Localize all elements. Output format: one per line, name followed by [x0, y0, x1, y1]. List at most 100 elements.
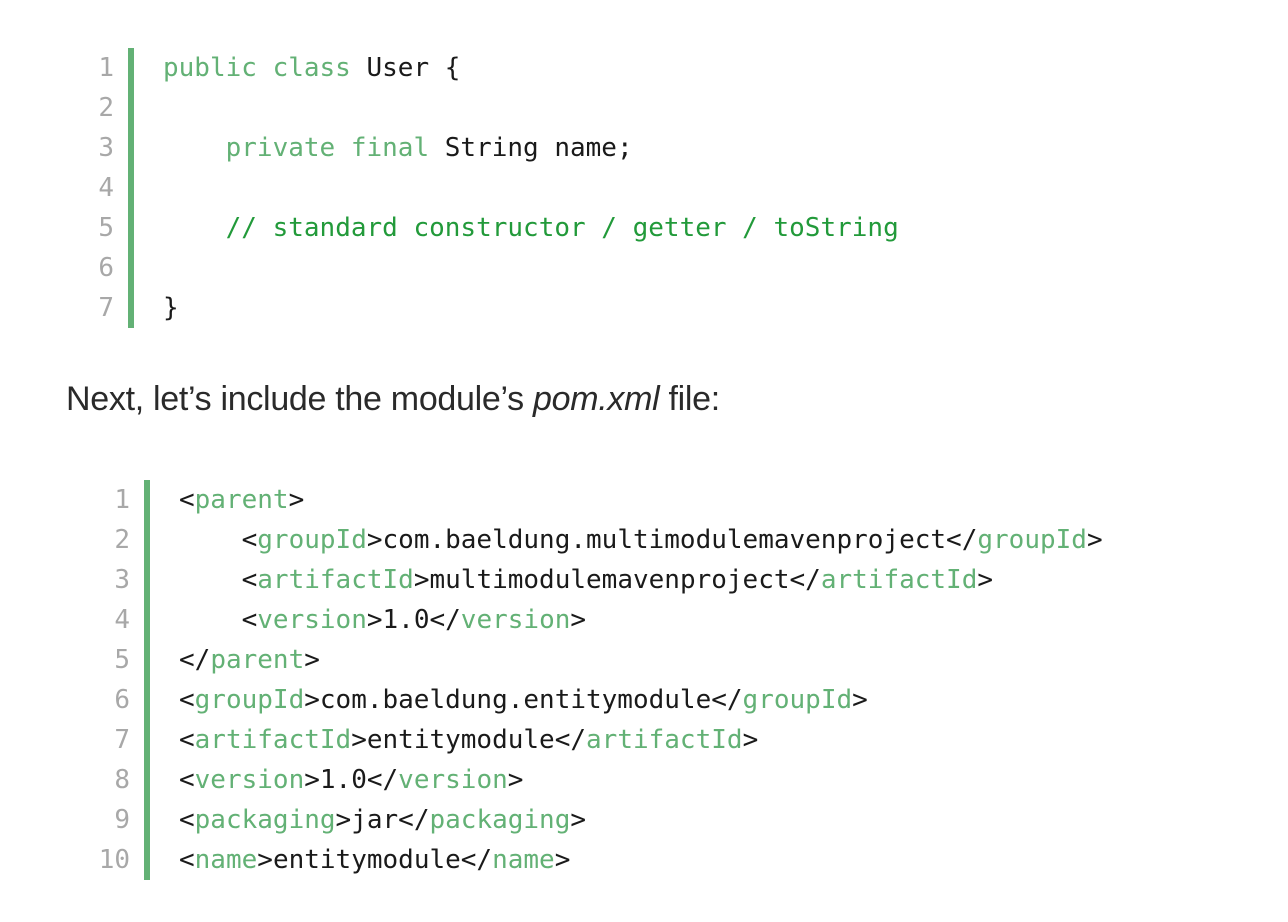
- code-gutter-bar: [128, 248, 134, 288]
- xml-bracket: >: [977, 565, 994, 595]
- xml-tag-name: artifactId: [586, 725, 743, 755]
- line-number: 3: [98, 133, 114, 163]
- line-number: 5: [98, 213, 114, 243]
- xml-bracket: >: [570, 805, 587, 835]
- code-text[interactable]: <parent>: [150, 480, 304, 520]
- code-gutter-bar: [144, 520, 150, 560]
- xml-bracket: >: [570, 605, 587, 635]
- code-gutter-bar: [144, 680, 150, 720]
- code-text[interactable]: <version>1.0</version>: [150, 600, 586, 640]
- xml-bracket: <: [179, 805, 195, 835]
- xml-bracket: >: [413, 565, 430, 595]
- code-text[interactable]: [134, 248, 163, 288]
- indent: [163, 213, 226, 243]
- xml-tag-name: packaging: [429, 805, 571, 835]
- line-number: 4: [114, 605, 130, 635]
- code-gutter-bar: [128, 288, 134, 328]
- line-number: 9: [114, 805, 130, 835]
- xml-tag-name: version: [460, 605, 571, 635]
- xml-tag-name: artifactId: [194, 725, 352, 755]
- xml-bracket: >: [366, 605, 383, 635]
- xml-tag-name: artifactId: [820, 565, 978, 595]
- code-gutter-bar: [128, 168, 134, 208]
- code-line: 10 <name>entitymodule</name>: [84, 840, 1103, 880]
- code-text[interactable]: <version>1.0</version>: [150, 760, 523, 800]
- xml-bracket: >: [554, 845, 571, 875]
- xml-tag-name: version: [194, 765, 305, 795]
- xml-bracket: </: [946, 525, 978, 555]
- code-gutter-bar: [144, 560, 150, 600]
- code-text[interactable]: public class User {: [134, 48, 460, 88]
- code-text[interactable]: // standard constructor / getter / toStr…: [134, 208, 899, 248]
- code-text[interactable]: <artifactId>multimodulemavenproject</art…: [150, 560, 993, 600]
- code-line: 1<parent>: [84, 480, 1103, 520]
- xml-value: 1.0: [382, 605, 430, 635]
- paragraph-text: Next, let’s include the module’s: [66, 380, 533, 418]
- xml-tag-name: groupId: [257, 525, 367, 555]
- xml-bracket: <: [179, 765, 195, 795]
- xml-value: multimodulemavenproject: [429, 565, 790, 595]
- xml-bracket: </: [179, 645, 211, 675]
- code-text[interactable]: <groupId>com.baeldung.multimodulemavenpr…: [150, 520, 1103, 560]
- code-line: 7<artifactId>entitymodule</artifactId>: [84, 720, 1103, 760]
- xml-tag-name: groupId: [742, 685, 853, 715]
- xml-bracket: </: [460, 845, 493, 875]
- code-text[interactable]: private final String name;: [134, 128, 633, 168]
- keyword: private final: [225, 133, 430, 163]
- code-rest: User {: [350, 53, 461, 83]
- paragraph-text: file:: [659, 380, 721, 418]
- xml-value: com.baeldung.multimodulemavenproject: [382, 525, 947, 555]
- xml-bracket: >: [852, 685, 868, 715]
- code-line: 6<groupId>com.baeldung.entitymodule</gro…: [84, 680, 1103, 720]
- line-number: 2: [114, 525, 130, 555]
- line-number: 1: [98, 53, 114, 83]
- code-text[interactable]: <groupId>com.baeldung.entitymodule</grou…: [150, 680, 868, 720]
- code-gutter-bar: [144, 480, 150, 520]
- line-number: 2: [98, 93, 114, 123]
- code-text[interactable]: <packaging>jar</packaging>: [150, 800, 586, 840]
- xml-bracket: >: [304, 765, 320, 795]
- code-line: 7 }: [84, 288, 899, 328]
- xml-bracket: >: [304, 685, 320, 715]
- code-text[interactable]: </parent>: [150, 640, 320, 680]
- xml-bracket: </: [398, 805, 430, 835]
- xml-bracket: >: [351, 725, 367, 755]
- xml-bracket: <: [241, 565, 258, 595]
- keyword: public class: [163, 53, 351, 83]
- xml-tag-name: version: [257, 605, 367, 635]
- xml-bracket: </: [789, 565, 821, 595]
- xml-tag-name: artifactId: [257, 565, 414, 595]
- code-text[interactable]: <artifactId>entitymodule</artifactId>: [150, 720, 758, 760]
- xml-bracket: <: [179, 485, 195, 515]
- indent: [179, 525, 242, 555]
- line-number: 6: [114, 685, 130, 715]
- code-text[interactable]: [134, 168, 163, 208]
- xml-bracket: >: [742, 725, 759, 755]
- code-gutter-bar: [128, 128, 134, 168]
- java-code-block: 1 public class User { 2 3 private final …: [84, 48, 899, 328]
- filename-emphasis: pom.xml: [533, 380, 660, 418]
- xml-bracket: >: [257, 845, 273, 875]
- line-number: 4: [98, 173, 114, 203]
- xml-tag-name: packaging: [194, 805, 336, 835]
- xml-bracket: <: [179, 685, 195, 715]
- code-text[interactable]: [134, 88, 163, 128]
- code-line: 3 private final String name;: [84, 128, 899, 168]
- code-gutter-bar: [144, 600, 150, 640]
- xml-bracket: <: [241, 525, 258, 555]
- code-gutter-bar: [128, 208, 134, 248]
- line-number: 6: [98, 253, 114, 283]
- code-line: 6: [84, 248, 899, 288]
- code-text[interactable]: }: [163, 293, 179, 323]
- line-number: 10: [98, 845, 130, 875]
- code-gutter-bar: [144, 800, 150, 840]
- xml-bracket: >: [366, 525, 383, 555]
- code-text[interactable]: <name>entitymodule</name>: [150, 840, 570, 880]
- xml-bracket: <: [241, 605, 258, 635]
- code-comment: // standard constructor / getter / toStr…: [225, 213, 899, 243]
- xml-value: 1.0: [319, 765, 367, 795]
- xml-value: com.baeldung.entitymodule: [319, 685, 712, 715]
- code-line: 3 <artifactId>multimodulemavenproject</a…: [84, 560, 1103, 600]
- xml-bracket: >: [507, 765, 524, 795]
- code-line: 4: [84, 168, 899, 208]
